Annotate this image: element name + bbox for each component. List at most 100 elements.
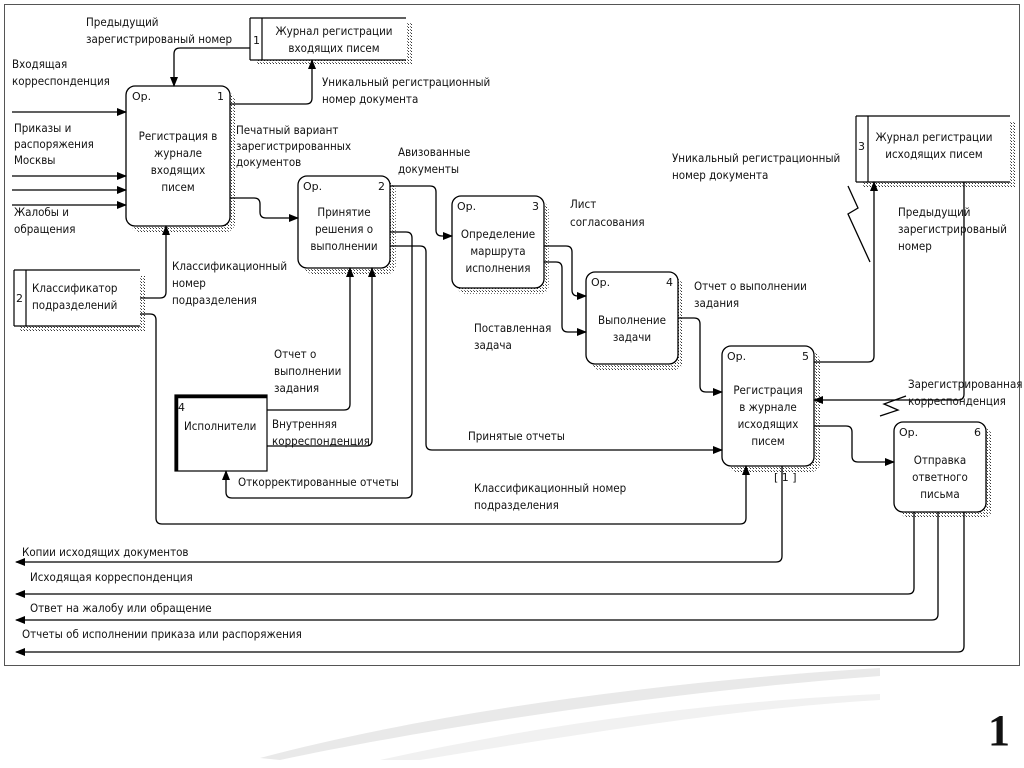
flow-out-answer: Ответ на жалобу или обращение bbox=[30, 601, 212, 615]
flow-unique-out-1: Уникальный регистрационный bbox=[672, 151, 840, 165]
data-store-3-text-2: исходящих писем bbox=[885, 147, 982, 161]
flow-prev-in-number-2: зарегистрированый номер bbox=[86, 32, 232, 46]
flow-advised-2: документы bbox=[398, 162, 459, 176]
process-1-label: Ор. bbox=[132, 90, 151, 103]
process-6-text-3: письма bbox=[920, 487, 959, 501]
process-4[interactable]: Ор. 4 Выполнение задачи bbox=[585, 271, 679, 365]
flow-corrected: Откорректированные отчеты bbox=[238, 475, 399, 489]
data-store-1-text-2: входящих писем bbox=[288, 41, 379, 55]
flow-orders-2: распоряжения bbox=[14, 137, 94, 151]
data-store-3-text-1: Журнал регистрации bbox=[875, 130, 992, 144]
flow-orders-1: Приказы и bbox=[14, 121, 71, 135]
process-5-mark: [ 1 ] bbox=[774, 471, 797, 484]
data-store-1-text-1: Журнал регистрации bbox=[275, 24, 392, 38]
flow-report-exec-1: Отчет о bbox=[274, 347, 316, 361]
process-1-text-3: входящих bbox=[151, 163, 206, 177]
data-store-2[interactable]: 2 Классификатор подразделений bbox=[13, 269, 140, 327]
flow-class-num-2: номер bbox=[172, 276, 206, 290]
flow-report-task-1: Отчет о выполнении bbox=[694, 279, 807, 293]
process-6-number: 6 bbox=[974, 426, 981, 439]
process-1[interactable]: Ор. 1 Регистрация в журнале входящих пис… bbox=[125, 85, 231, 227]
data-store-1-number: 1 bbox=[253, 34, 260, 47]
flow-printed-2: зарегистрированных bbox=[236, 139, 351, 153]
external-entity-4-number: 4 bbox=[178, 401, 185, 414]
flow-approval-2: согласования bbox=[570, 215, 645, 229]
data-store-2-text-2: подразделений bbox=[32, 298, 117, 312]
flow-unique-in-1: Уникальный регистрационный bbox=[322, 75, 490, 89]
data-store-2-number: 2 bbox=[16, 292, 23, 305]
process-3-text-3: исполнения bbox=[466, 261, 531, 275]
data-store-3-number: 3 bbox=[858, 140, 865, 153]
process-5-text-1: Регистрация bbox=[733, 383, 802, 397]
process-6-text-1: Отправка bbox=[914, 453, 967, 467]
process-3-label: Ор. bbox=[457, 200, 476, 213]
flow-class-num2-2: подразделения bbox=[474, 498, 559, 512]
external-entity-4-text: Исполнители bbox=[184, 419, 256, 433]
process-1-text-1: Регистрация в bbox=[139, 129, 218, 143]
process-5-number: 5 bbox=[802, 350, 809, 363]
flow-prev-out-number-2: зарегистрированый bbox=[898, 222, 1007, 236]
flow-set-task-1: Поставленная bbox=[474, 321, 551, 335]
process-4-text-1: Выполнение bbox=[598, 313, 666, 327]
flow-internal-1: Внутренняя bbox=[272, 417, 337, 431]
flow-prev-in-number-1: Предыдущий bbox=[86, 15, 159, 29]
process-2-text-1: Принятие bbox=[317, 205, 370, 219]
process-2-label: Ор. bbox=[303, 180, 322, 193]
flow-report-exec-3: задания bbox=[274, 381, 319, 395]
process-1-number: 1 bbox=[217, 90, 224, 103]
process-4-text-2: задачи bbox=[613, 330, 651, 344]
flow-complaints-1: Жалобы и bbox=[14, 205, 69, 219]
process-4-number: 4 bbox=[666, 276, 673, 289]
process-6-label: Ор. bbox=[899, 426, 918, 439]
process-5-text-2: в журнале bbox=[739, 400, 796, 414]
flow-advised-1: Авизованные bbox=[398, 145, 470, 159]
flow-accepted: Принятые отчеты bbox=[468, 429, 565, 443]
flow-set-task-2: задача bbox=[474, 338, 512, 352]
flow-complaints-2: обращения bbox=[14, 222, 75, 236]
flow-registered-corr-2: корреспонденция bbox=[908, 394, 1006, 408]
slide-number: 1 bbox=[988, 706, 1010, 755]
flow-class-num2-1: Классификационный номер bbox=[474, 481, 626, 495]
data-store-1[interactable]: 1 Журнал регистрации входящих писем bbox=[249, 17, 406, 61]
flow-incoming-corr-2: корреспонденция bbox=[12, 74, 110, 88]
process-6[interactable]: Ор. 6 Отправка ответного письма bbox=[893, 421, 987, 513]
flow-out-reports: Отчеты об исполнении приказа или распоря… bbox=[22, 627, 302, 641]
process-3-text-2: маршрута bbox=[470, 244, 525, 258]
flow-arrows bbox=[12, 47, 965, 656]
process-2[interactable]: Ор. 2 Принятие решения о выполнении bbox=[297, 175, 391, 269]
process-3-number: 3 bbox=[532, 200, 539, 213]
process-5-text-3: исходящих bbox=[738, 417, 799, 431]
flow-class-num-1: Классификационный bbox=[172, 259, 287, 273]
process-5-label: Ор. bbox=[727, 350, 746, 363]
flow-prev-out-number-1: Предыдущий bbox=[898, 205, 971, 219]
flow-unique-in-2: номер документа bbox=[322, 92, 418, 106]
flow-printed-1: Печатный вариант bbox=[236, 123, 338, 137]
data-store-2-text-1: Классификатор bbox=[32, 281, 117, 295]
flow-unique-out-2: номер документа bbox=[672, 168, 768, 182]
process-5[interactable]: Ор. 5 Регистрация в журнале исходящих пи… bbox=[721, 345, 815, 484]
flow-report-exec-2: выполнении bbox=[274, 364, 341, 378]
flow-approval-1: Лист bbox=[570, 197, 596, 211]
process-2-number: 2 bbox=[378, 180, 385, 193]
process-2-text-3: выполнении bbox=[310, 239, 377, 253]
process-6-text-2: ответного bbox=[912, 470, 968, 484]
process-4-label: Ор. bbox=[591, 276, 610, 289]
flow-out-corr: Исходящая корреспонденция bbox=[30, 570, 193, 584]
flow-incoming-corr-1: Входящая bbox=[12, 57, 67, 71]
flow-registered-corr-1: Зарегистрированная bbox=[908, 377, 1023, 391]
flow-internal-2: корреспонденция bbox=[272, 434, 370, 448]
flow-printed-3: документов bbox=[236, 155, 301, 169]
process-1-text-2: журнале bbox=[154, 146, 202, 160]
flow-labels: Предыдущий зарегистрированый номер Входя… bbox=[12, 15, 1023, 641]
data-store-3[interactable]: 3 Журнал регистрации исходящих писем bbox=[855, 115, 1010, 183]
process-1-text-4: писем bbox=[161, 180, 194, 194]
flow-class-num-3: подразделения bbox=[172, 293, 257, 307]
flow-report-task-2: задания bbox=[694, 296, 739, 310]
external-entity-4[interactable]: 4 Исполнители bbox=[174, 394, 268, 472]
decorative-swoosh bbox=[260, 668, 880, 760]
flow-out-copies: Копии исходящих документов bbox=[22, 545, 189, 559]
process-3-text-1: Определение bbox=[461, 227, 535, 241]
process-2-text-2: решения о bbox=[315, 222, 373, 236]
flow-orders-3: Москвы bbox=[14, 153, 55, 167]
process-3[interactable]: Ор. 3 Определение маршрута исполнения bbox=[451, 195, 545, 289]
